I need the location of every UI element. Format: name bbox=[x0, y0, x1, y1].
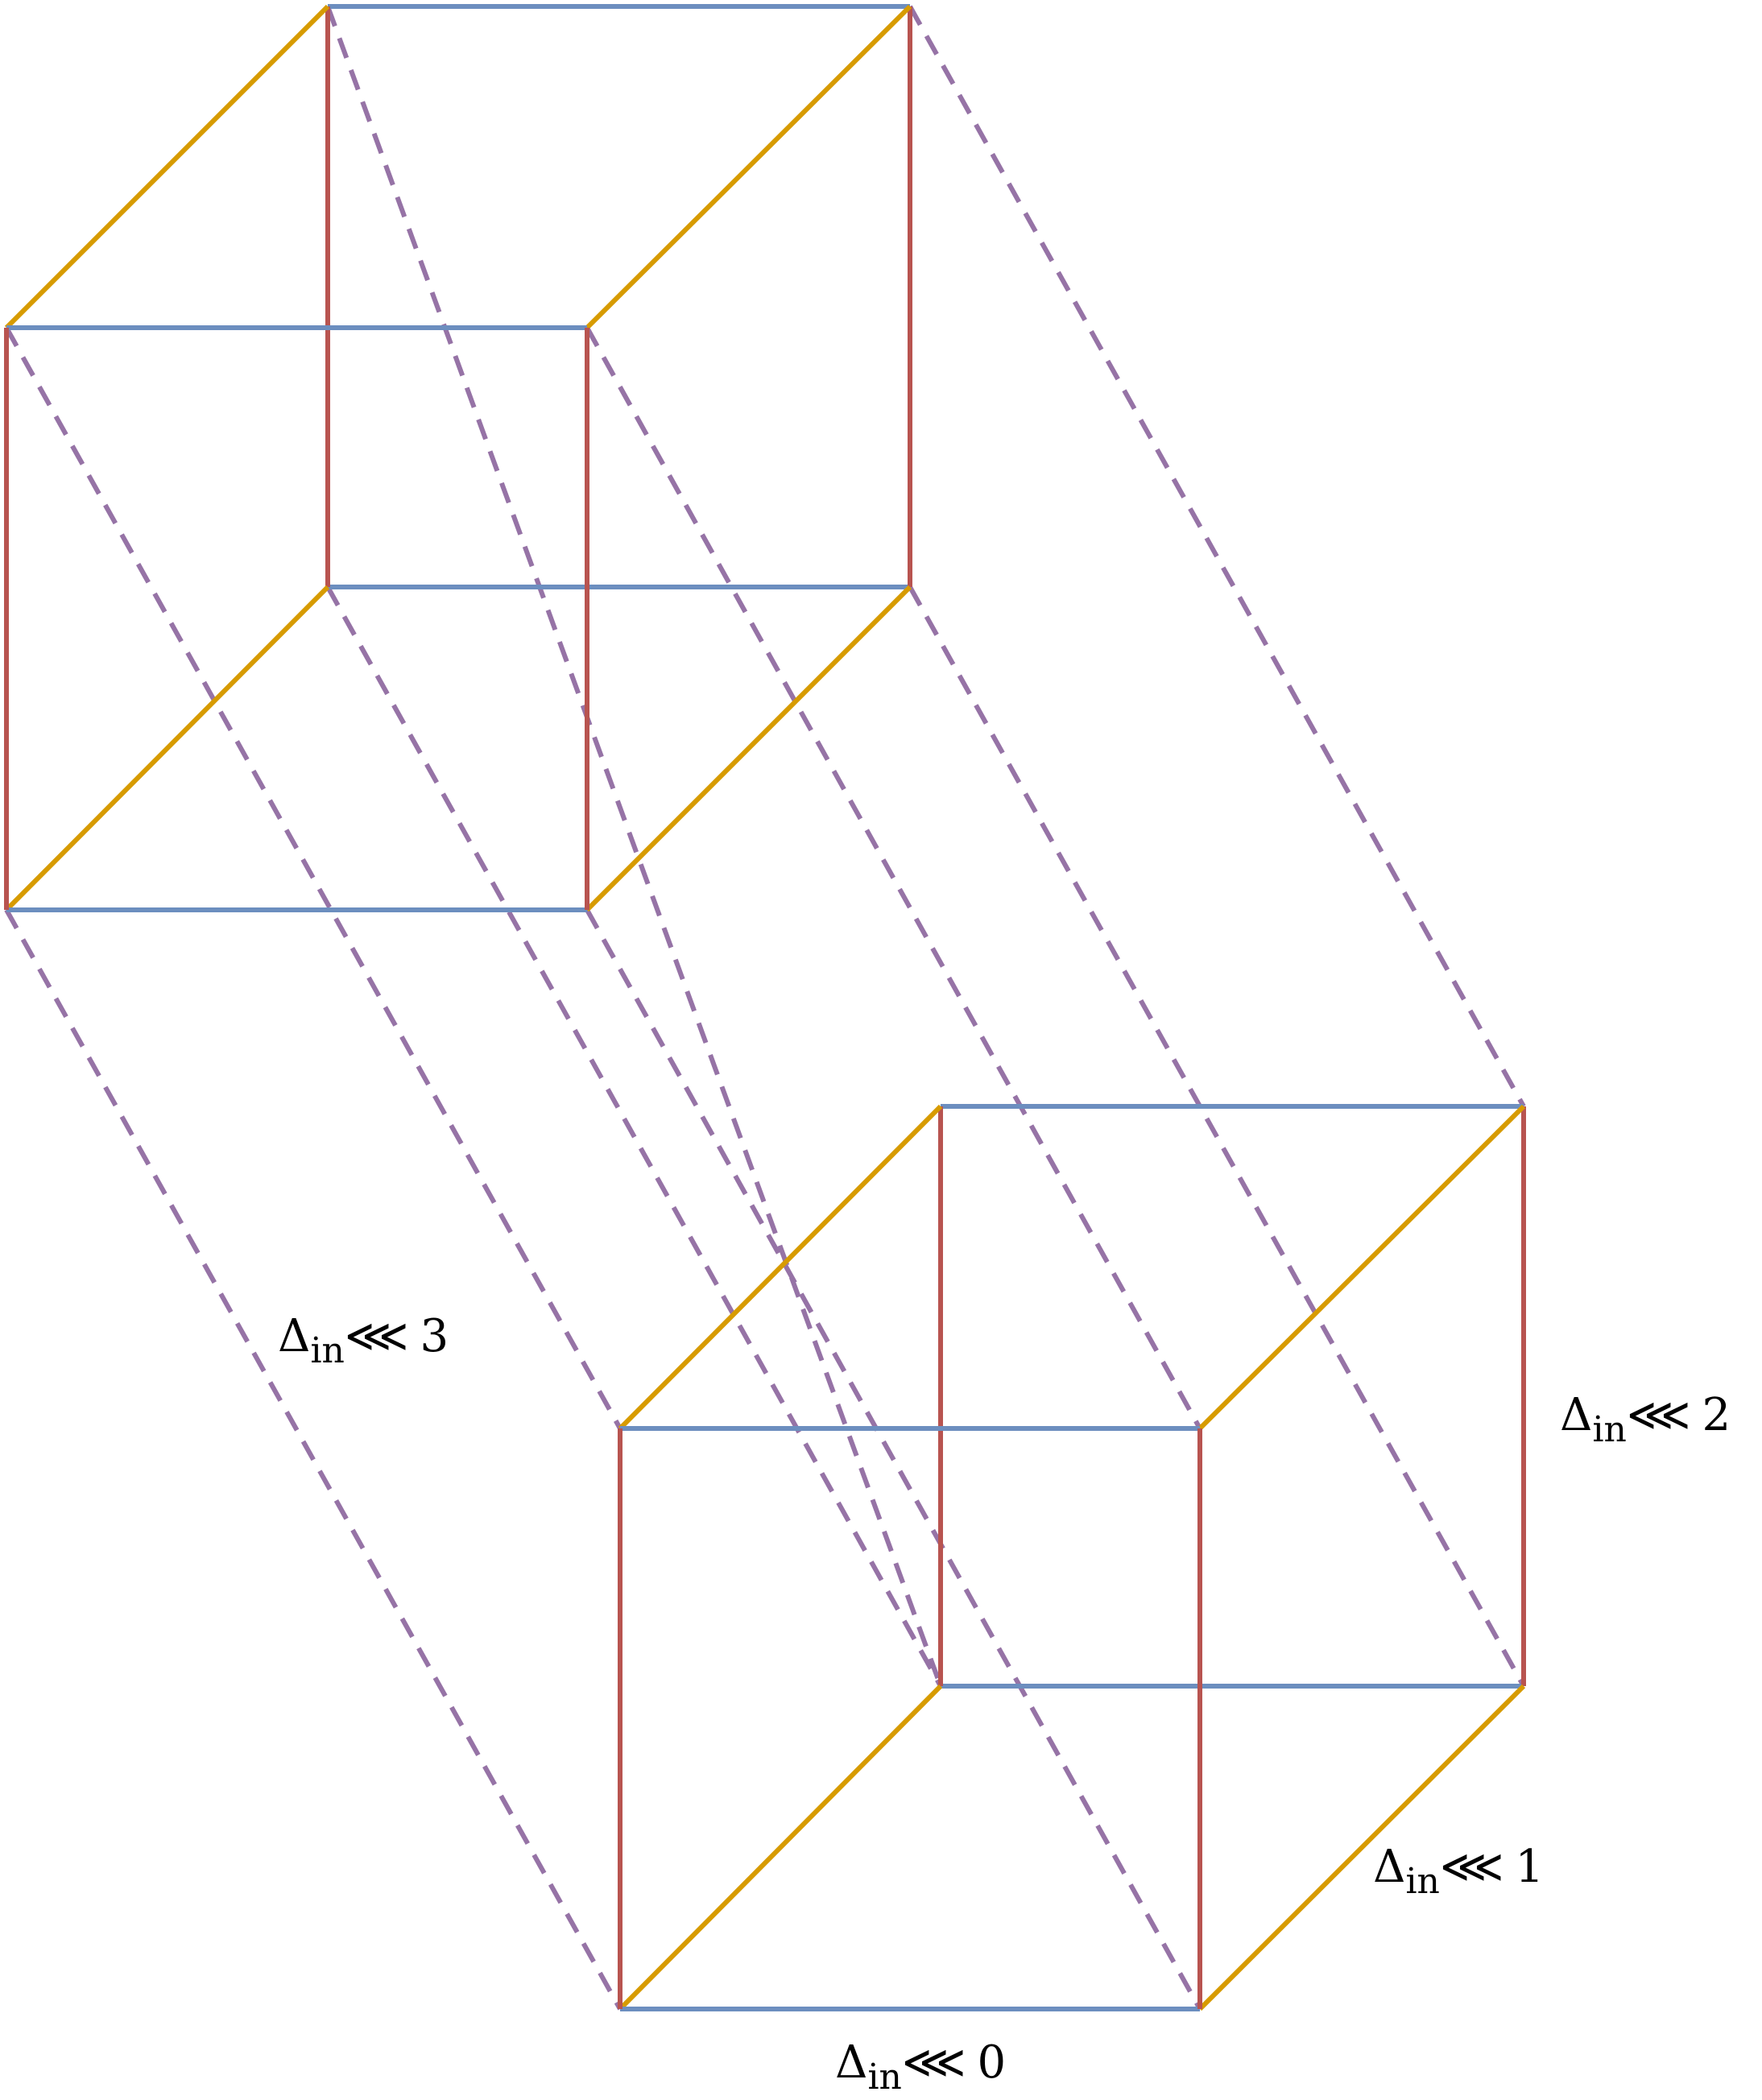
label-3-operator: ⋘ bbox=[345, 1310, 409, 1362]
label-2-operator: ⋘ bbox=[1627, 1389, 1691, 1441]
label-2-subscript: in bbox=[1592, 1409, 1626, 1450]
connector-f bbox=[908, 585, 1526, 1688]
cube-bottom-depth-edge-2 bbox=[1197, 1104, 1526, 1431]
cube-top-depth-edge-2 bbox=[585, 4, 912, 330]
connector-h bbox=[585, 908, 1202, 2011]
connector-a bbox=[325, 5, 943, 1688]
connector-c bbox=[4, 326, 622, 1430]
label-0-value: 0 bbox=[978, 2036, 1007, 2089]
label-2-value: 2 bbox=[1702, 1389, 1731, 1441]
cube-lower-right bbox=[618, 1104, 1526, 2011]
label-shift-2: Δin⋘2 bbox=[1560, 1389, 1731, 1450]
label-0-subscript: in bbox=[867, 2057, 901, 2098]
cube-top-depth-edge-4 bbox=[585, 585, 912, 912]
connector-e bbox=[325, 585, 943, 1688]
label-1-subscript: in bbox=[1405, 1861, 1439, 1902]
label-1-operator: ⋘ bbox=[1440, 1841, 1504, 1893]
cube-top-depth-edge-3 bbox=[4, 585, 330, 912]
label-3-subscript: in bbox=[310, 1330, 344, 1371]
cube-upper-left bbox=[4, 4, 912, 912]
cube-bottom-depth-edge-1 bbox=[618, 1104, 943, 1431]
connector-b bbox=[908, 5, 1526, 1108]
cube-top-depth-edge-1 bbox=[4, 4, 330, 330]
label-2-delta: Δ bbox=[1560, 1389, 1592, 1441]
label-1-delta: Δ bbox=[1373, 1841, 1405, 1893]
cube-bottom-depth-edge-4 bbox=[1197, 1684, 1526, 2011]
label-shift-1: Δin⋘1 bbox=[1373, 1841, 1544, 1902]
label-shift-0: Δin⋘0 bbox=[835, 2036, 1006, 2098]
connector-g bbox=[4, 908, 622, 2011]
label-3-value: 3 bbox=[420, 1310, 449, 1362]
cube-bottom-depth-edge-3 bbox=[618, 1684, 943, 2011]
label-3-delta: Δ bbox=[278, 1310, 310, 1362]
label-0-delta: Δ bbox=[835, 2036, 867, 2089]
connector-d bbox=[585, 326, 1202, 1430]
label-shift-3: Δin⋘3 bbox=[278, 1310, 449, 1371]
label-1-value: 1 bbox=[1516, 1841, 1545, 1893]
dashed-connectors bbox=[4, 5, 1526, 2011]
label-0-operator: ⋘ bbox=[902, 2036, 966, 2089]
